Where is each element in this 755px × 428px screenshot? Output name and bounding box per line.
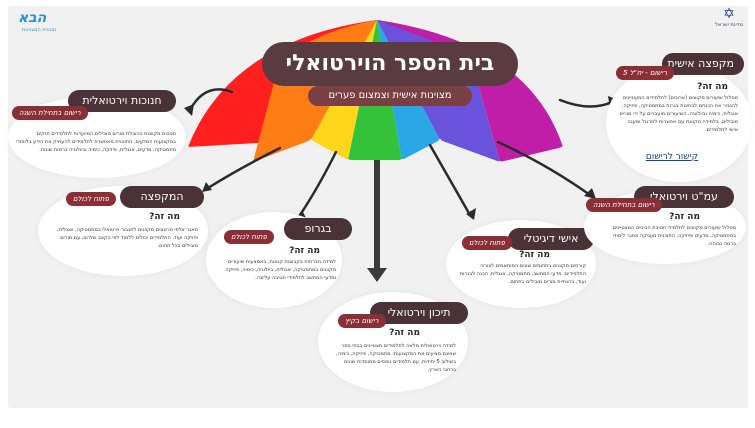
footer-strip — [0, 416, 755, 428]
card-title-virtual-stores: חנוכות וירטואלית — [68, 90, 176, 112]
card-title-hakpatsa: המקפצה — [120, 186, 204, 208]
registration-tag: רישום - יח"ל 5 — [616, 66, 675, 80]
what-is-label: מה זה? — [697, 82, 728, 92]
page-title: בית הספר הוירטואלי — [262, 42, 518, 86]
card-title-virtual-matriculation: מקפצה אישית — [662, 53, 744, 75]
what-is-label: מה זה? — [389, 328, 420, 338]
registration-tag: רישום בתחילת השנה — [586, 198, 662, 212]
card-description: מסלול שיעורים מקוונים (ארוכים) לתלמידים … — [619, 95, 738, 133]
card-description: קורסים מקוונים בתחומים שונים המותאמים לצ… — [459, 263, 586, 285]
what-is-label: מה זה? — [289, 246, 320, 256]
card-title-bagroup: בגרופ — [284, 218, 352, 240]
registration-link[interactable]: קישור לרישום — [645, 152, 698, 162]
what-is-label: מה זה? — [519, 250, 550, 260]
menorah-icon: ✡ — [723, 6, 735, 22]
card-description: מסלול שיעורים מקוונים לתלמידי חטיבת הבינ… — [612, 225, 736, 247]
card-title-virtual-highschool: תיכון וירטואלי — [370, 302, 468, 324]
card-virtual-matriculation — [606, 64, 752, 182]
registration-tag: רישום בתחילת השנה — [12, 106, 88, 120]
registration-tag: רישום בקיץ — [338, 314, 386, 328]
open-to-all-tag: פתוח לכולם — [224, 230, 274, 244]
logo-text: הבא — [18, 10, 47, 26]
emblem-caption: מדינת ישראל — [715, 22, 743, 28]
what-is-label: מה זה? — [149, 212, 180, 222]
school-logo: הבא תוכנית המצוינות — [10, 8, 90, 36]
card-title-digital-tutor: אישי דיגיטלי — [508, 228, 594, 250]
logo-subtext: תוכנית המצוינות — [22, 27, 57, 33]
card-description: חנוכות מקוונות בהובלת מורים מובילים המיו… — [16, 131, 176, 153]
card-description: מאגר אלפי סרטונים מקוונים לתגבור וירטואל… — [57, 227, 198, 249]
open-to-all-tag: פתוח לכולם — [462, 236, 512, 250]
what-is-label: מה זה? — [669, 212, 700, 222]
card-description: למידה חברתית בקבוצות קטנות, באמצעות שיעו… — [225, 259, 336, 281]
card-description: למידה וירטואלית מלאה לתלמידים מצטיינים ב… — [335, 343, 456, 373]
page-subtitle: מצוינות אישית וצמצום פערים — [308, 86, 472, 106]
umbrella-shaft — [374, 160, 380, 272]
open-to-all-tag: פתוח לכולם — [66, 192, 116, 206]
ministry-emblem: ✡ מדינת ישראל — [715, 6, 743, 34]
